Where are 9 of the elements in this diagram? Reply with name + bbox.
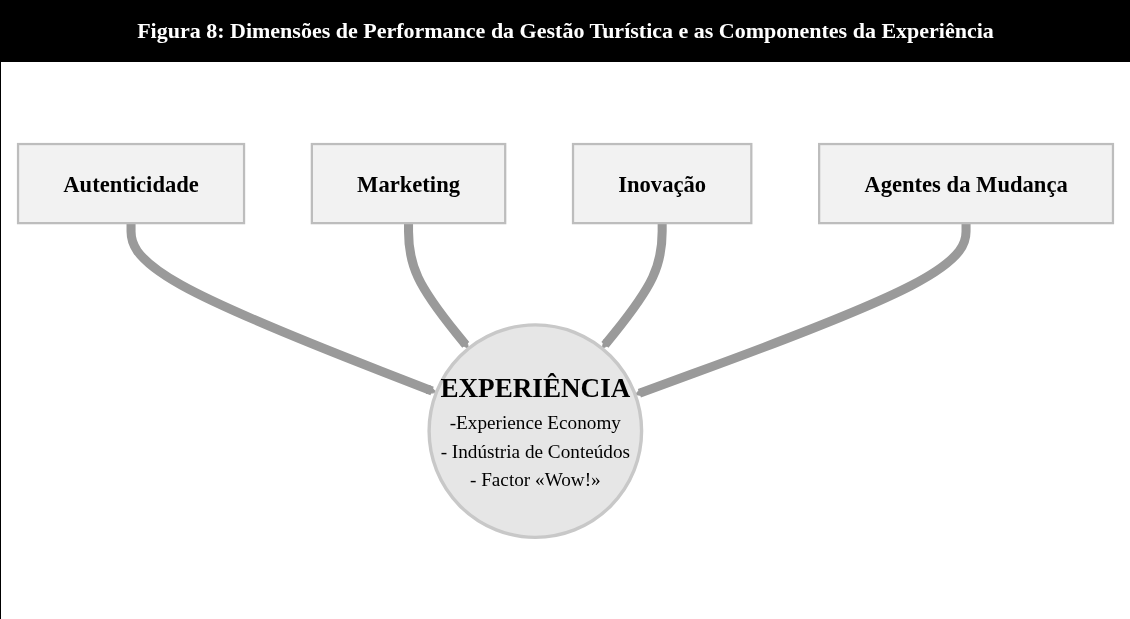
node-circle: EXPERIÊNCIA -Experience Economy - Indústria de Conteúdos - Factor «Wow!» <box>427 322 644 539</box>
arrow <box>126 222 437 395</box>
arrow <box>404 222 470 349</box>
node-box: Inovação <box>571 142 753 225</box>
node-box: Agentes da Mudança <box>818 142 1115 225</box>
node-box: Autenticidade <box>16 142 246 225</box>
arrow <box>601 222 667 349</box>
title-banner: Figura 8: Dimensões de Performance da Gestão Turística e as Componentes da Experiência <box>1 0 1130 62</box>
node-box: Marketing <box>310 142 507 225</box>
